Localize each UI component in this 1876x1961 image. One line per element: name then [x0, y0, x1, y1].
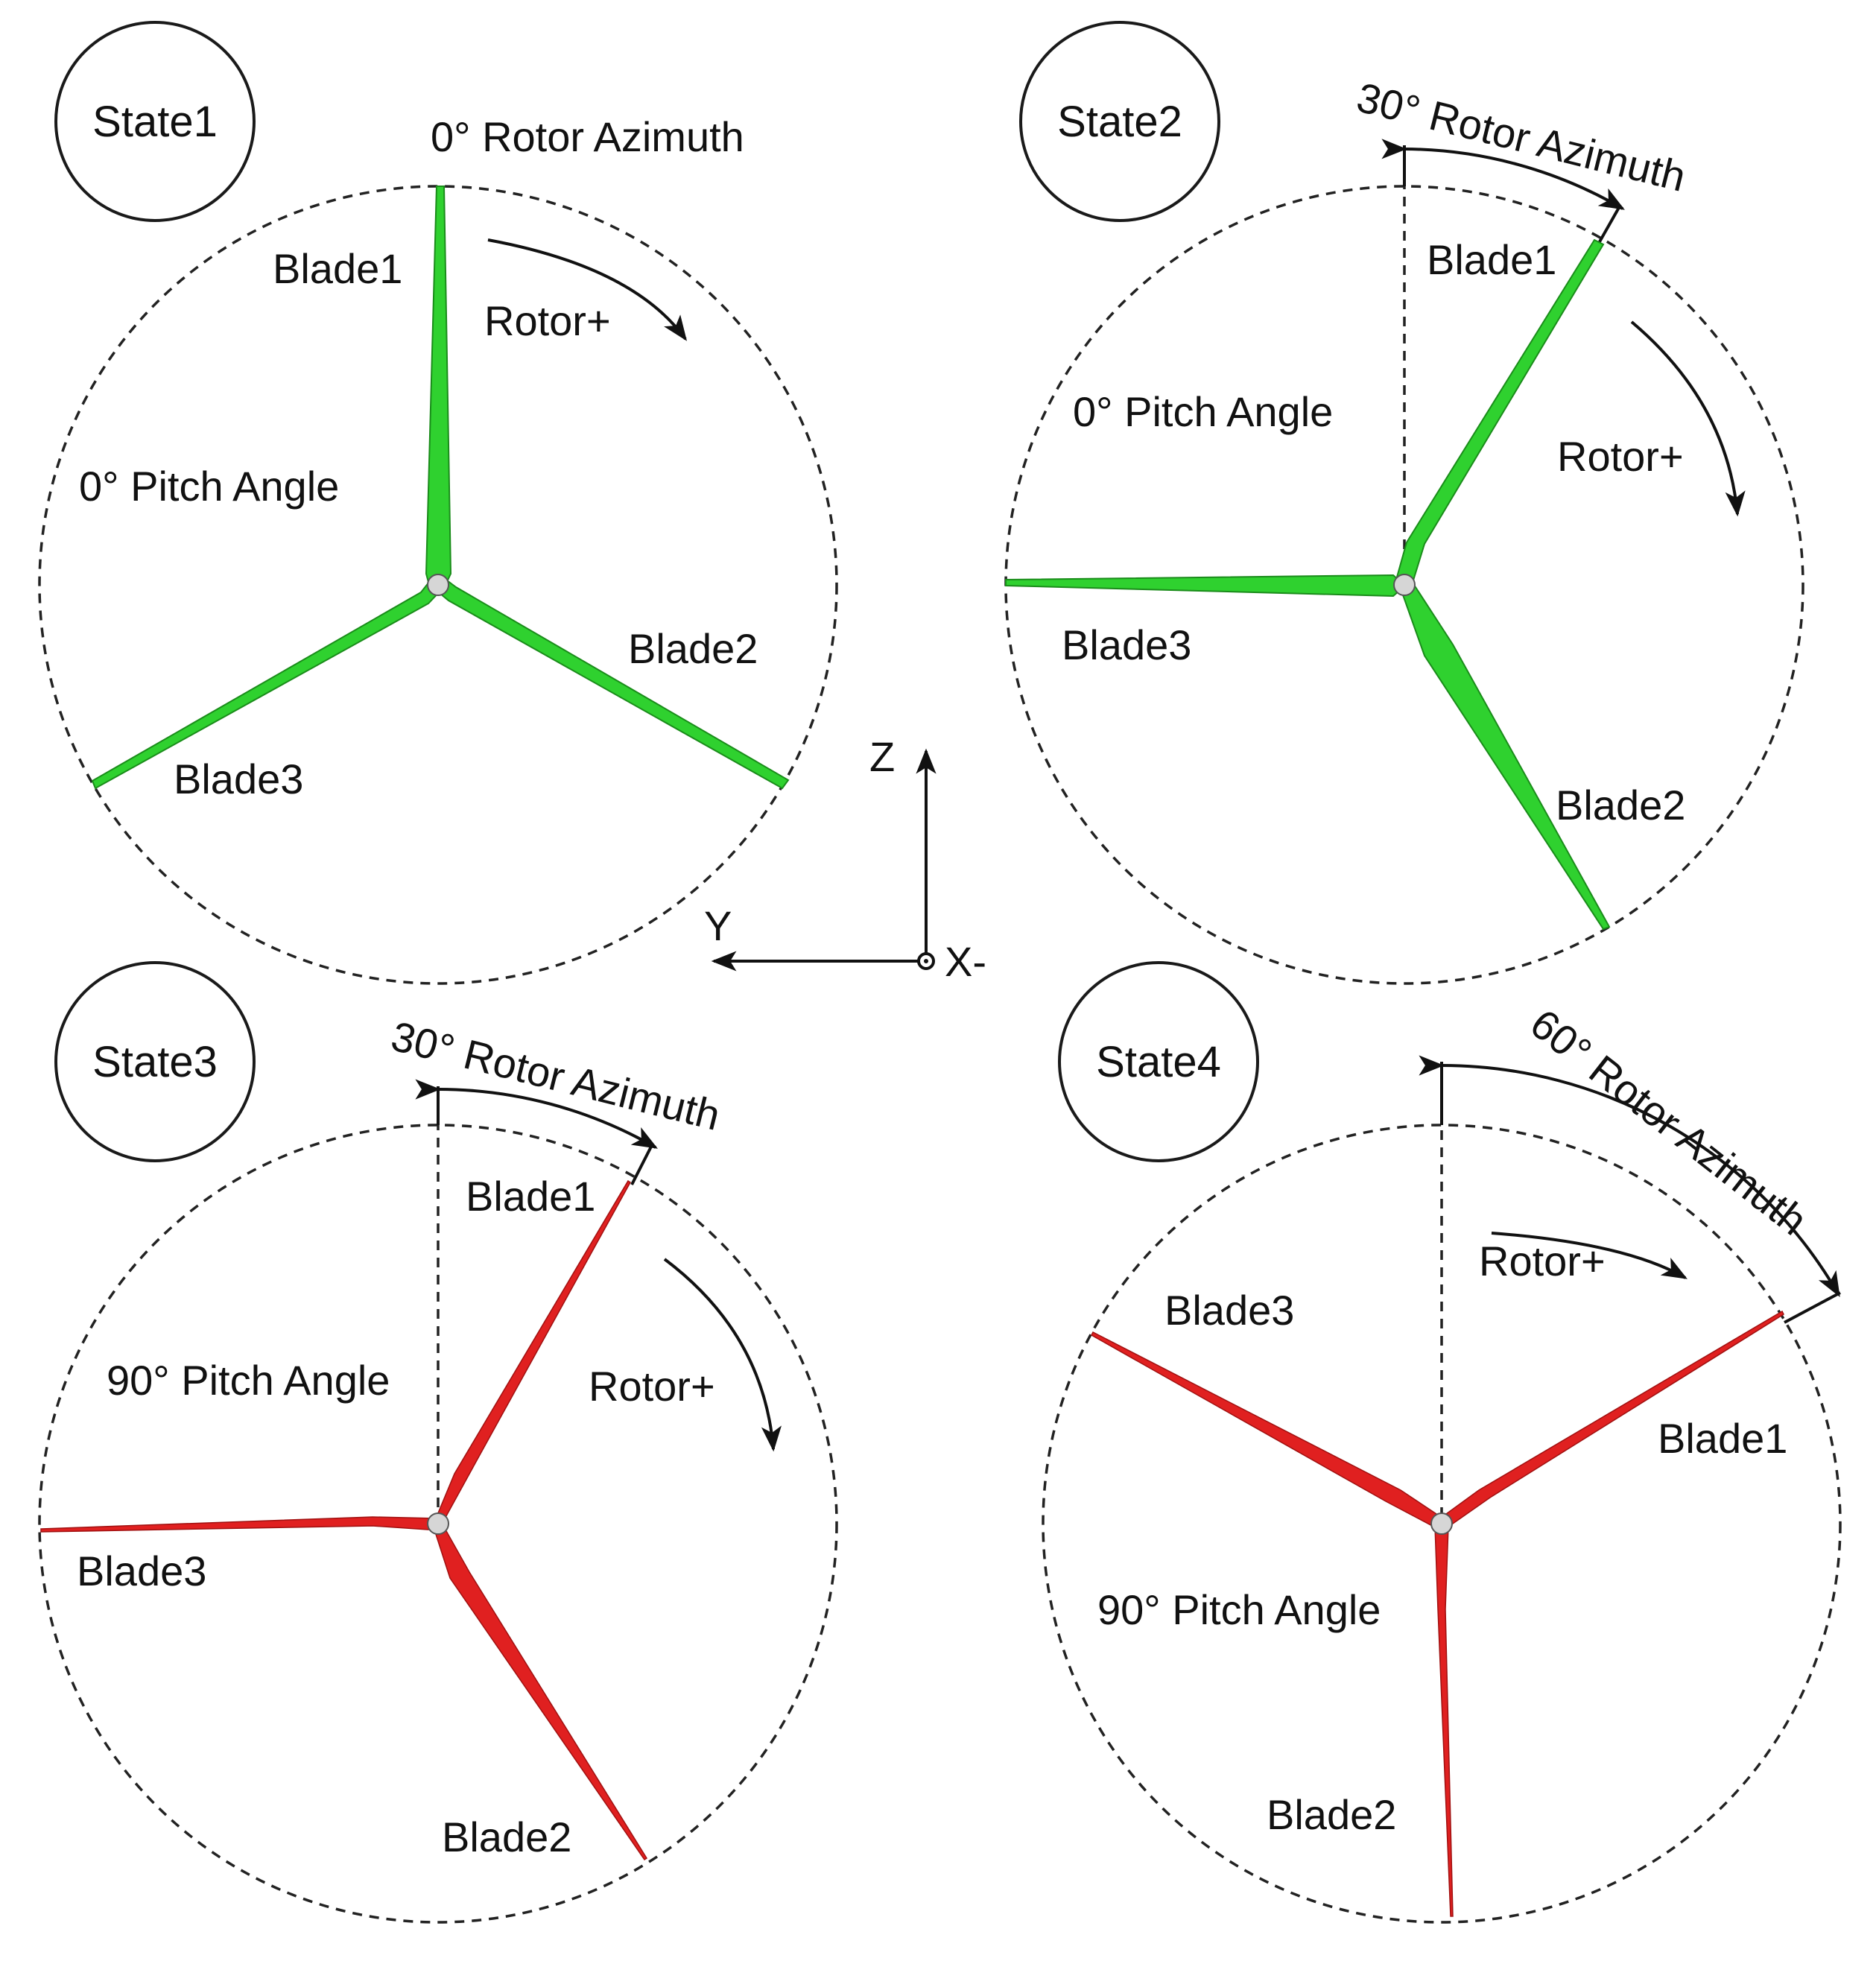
state3-blade3: [40, 1516, 439, 1533]
state4-blade3: [1091, 1331, 1447, 1530]
state4-panel: State4 60° Rotor Azimuth Blade1 Blade2 B…: [1042, 961, 1842, 1924]
state3-badge: [54, 961, 256, 1162]
state1-rotor-label: Rotor+: [484, 297, 611, 344]
state2-panel: State2 30° Rotor Azimuth Blade1 Blade2 B…: [1004, 21, 1804, 985]
x-axis-marker-dot: [924, 959, 928, 963]
state4-azimuth-arc: [1419, 1055, 1840, 1297]
state1-blade1: [425, 186, 452, 586]
state3-blade1-label: Blade1: [466, 1173, 595, 1220]
state1-blades: [91, 186, 790, 790]
state1-badge: [54, 21, 256, 222]
state4-badge: [1058, 961, 1259, 1162]
state3-azimuth-tick-blade: [630, 1143, 654, 1185]
state2-azimuth-tick-blade: [1597, 204, 1622, 245]
state2-blade2: [1399, 583, 1611, 931]
x-axis-label: X-: [945, 938, 986, 985]
state3-rotor-label: Rotor+: [589, 1363, 715, 1410]
state2-pitch-label: 0° Pitch Angle: [1073, 388, 1333, 435]
state1-hub: [427, 574, 449, 596]
state1-blade2-label: Blade2: [628, 625, 758, 672]
z-axis-label: Z: [869, 733, 895, 780]
state1-azimuth-label: 0° Rotor Azimuth: [431, 113, 744, 160]
state4-azimuth-label: 60° Rotor Azimuth: [1522, 1000, 1816, 1244]
state1-blade1-label: Blade1: [273, 245, 402, 292]
state3-pitch-label: 90° Pitch Angle: [107, 1357, 390, 1404]
state2-blade3-label: Blade3: [1062, 621, 1191, 668]
state2-blade1-label: Blade1: [1427, 236, 1556, 283]
state4-blades: [1091, 1310, 1784, 1917]
state4-pitch-label: 90° Pitch Angle: [1097, 1586, 1381, 1633]
state3-blades: [40, 1179, 648, 1861]
state3-rotor-arrow: [663, 1258, 782, 1452]
state1-rotor-arrow: [487, 238, 687, 341]
state3-blade2: [433, 1524, 648, 1861]
state2-label: State2: [1057, 98, 1182, 146]
state2-badge: [1019, 21, 1220, 222]
state3-rotor-disc: [38, 1124, 838, 1924]
state3-blade3-label: Blade3: [77, 1547, 206, 1594]
state4-label: State4: [1096, 1038, 1221, 1086]
state4-blade2-label: Blade2: [1267, 1791, 1396, 1838]
state1-pitch-label: 0° Pitch Angle: [79, 463, 339, 510]
state2-blade1: [1395, 238, 1605, 584]
y-axis-label: Y: [704, 902, 732, 949]
coordinate-axes: Z Y X-: [704, 733, 986, 985]
state3-blade1: [435, 1179, 631, 1522]
state4-rotor-disc: [1042, 1124, 1842, 1924]
state2-blades: [1005, 238, 1611, 931]
state1-panel: State1 0° Rotor Azimuth Blade1 Blade2 Bl…: [38, 21, 838, 985]
state3-blade2-label: Blade2: [442, 1813, 571, 1860]
state2-rotor-arrow: [1630, 320, 1746, 517]
state1-blade2: [438, 577, 790, 790]
state1-label: State1: [92, 98, 218, 146]
state4-hub: [1430, 1512, 1453, 1535]
state1-blade3-label: Blade3: [174, 755, 303, 802]
state2-hub: [1393, 574, 1416, 596]
state3-azimuth-arc: [415, 1079, 658, 1149]
state4-rotor-arrow: [1491, 1232, 1688, 1279]
state4-azimuth-tick-blade: [1784, 1291, 1841, 1324]
state1-rotor-disc: [38, 185, 838, 985]
state3-label: State3: [92, 1038, 218, 1086]
state2-blade3: [1005, 574, 1407, 598]
state2-rotor-label: Rotor+: [1557, 433, 1684, 480]
state2-azimuth-arc: [1381, 139, 1625, 210]
state4-rotor-label: Rotor+: [1479, 1238, 1606, 1284]
state4-blade1-label: Blade1: [1658, 1415, 1787, 1462]
state2-blade2-label: Blade2: [1556, 782, 1685, 829]
state4-blade2: [1434, 1525, 1454, 1917]
state3-panel: State3 30° Rotor Azimuth Blade1 Blade2 B…: [38, 961, 838, 1924]
state4-blade3-label: Blade3: [1164, 1287, 1294, 1334]
state3-hub: [427, 1512, 449, 1535]
